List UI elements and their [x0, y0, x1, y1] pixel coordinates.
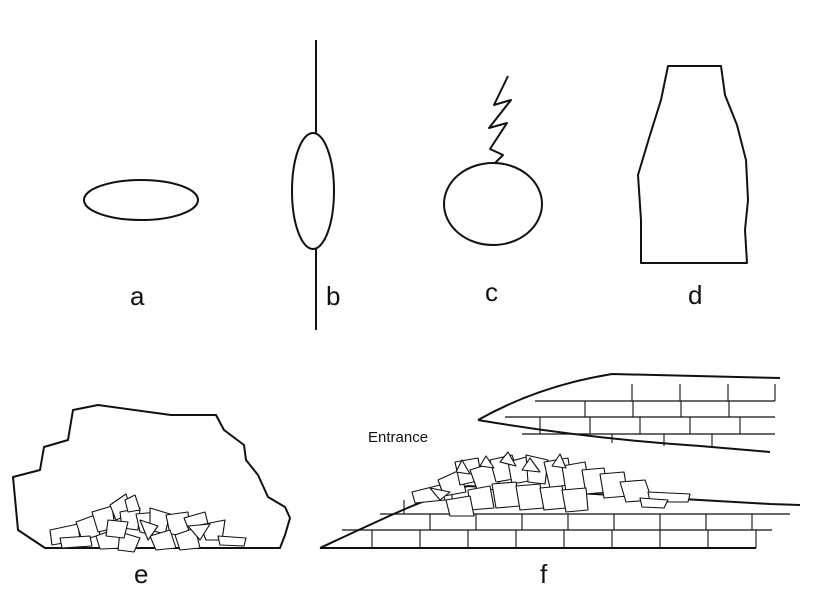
shape-a: a [83, 179, 199, 311]
label-entrance: Entrance [368, 429, 428, 446]
upper-rock-f [477, 373, 781, 453]
shape-d: d [637, 65, 749, 310]
label-f: f [540, 559, 548, 589]
label-e: e [134, 559, 148, 589]
label-c: c [485, 277, 498, 307]
shape-f: Entrance f [319, 373, 801, 589]
label-a: a [130, 281, 145, 311]
rubble-f [411, 451, 691, 517]
shape-c: c [443, 75, 543, 307]
rubble-e [49, 493, 247, 553]
shape-e: e [12, 404, 291, 589]
shape-b: b [291, 40, 340, 330]
label-d: d [688, 280, 702, 310]
label-b: b [326, 281, 340, 311]
